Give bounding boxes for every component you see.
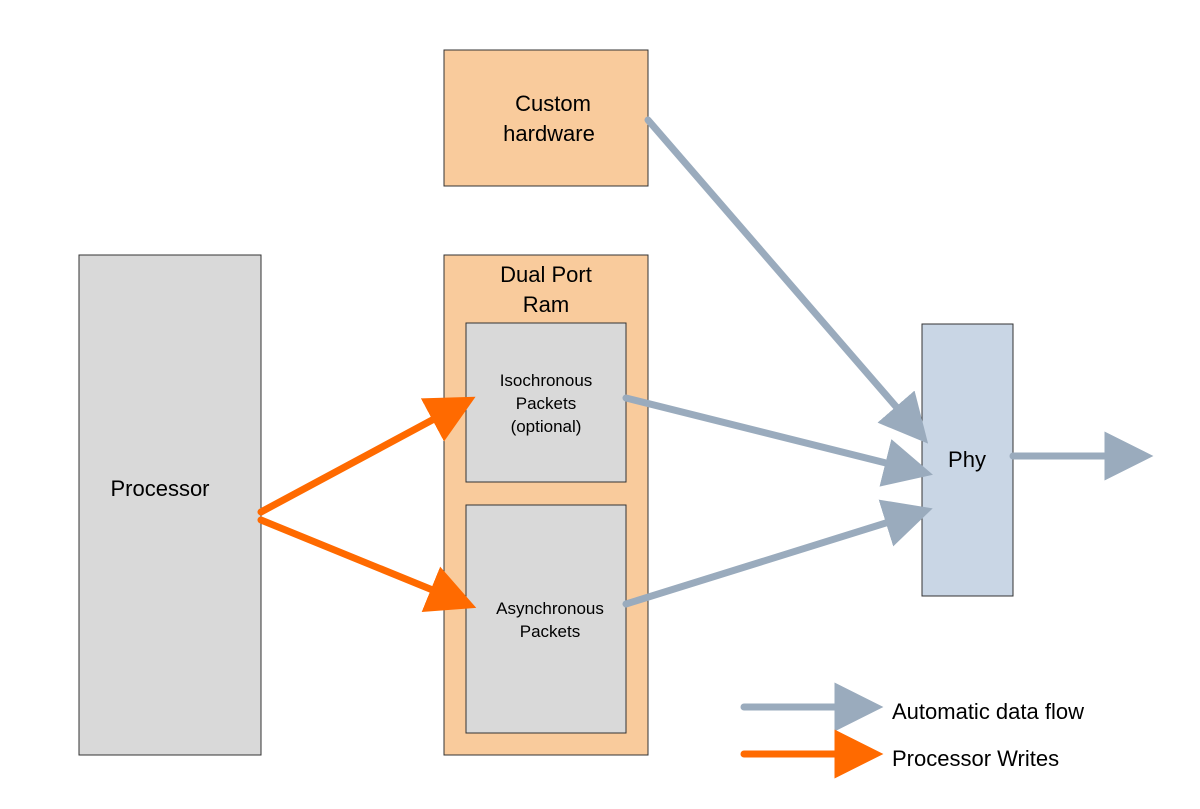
automatic-flow-arrows bbox=[622, 116, 1154, 608]
phy-box bbox=[921, 323, 1014, 597]
legend-item-automatic-data-flow: Automatic data flow bbox=[740, 682, 1084, 732]
dual-port-ram-label-line-2: Ram bbox=[523, 292, 569, 317]
asynchronous-packets-label-line-2: Packets bbox=[520, 622, 580, 641]
legend-item-processor-writes: Processor Writes bbox=[740, 729, 1059, 779]
dual-port-ram-label-line-1: Dual Port bbox=[500, 262, 592, 287]
processor-box bbox=[78, 254, 262, 756]
legend-label-processor-writes: Processor Writes bbox=[892, 746, 1059, 771]
isochronous-packets-box bbox=[465, 322, 627, 483]
processor-write-arrows bbox=[257, 396, 477, 612]
processor-label: Processor bbox=[110, 476, 209, 501]
phy-label: Phy bbox=[948, 447, 986, 472]
processor-block: Processor bbox=[78, 254, 262, 756]
legend: Automatic data flow Processor Writes bbox=[740, 682, 1084, 779]
phy-block: Phy bbox=[921, 323, 1014, 597]
custom-hardware-block: Custom hardware bbox=[443, 49, 649, 187]
custom-hardware-label-line-2: hardware bbox=[503, 121, 595, 146]
arrow-processor-to-isochronous bbox=[257, 396, 476, 516]
custom-hardware-box bbox=[443, 49, 649, 187]
arrow-processor-to-asynchronous bbox=[257, 516, 477, 612]
arrow-isochronous-to-phy bbox=[622, 394, 933, 487]
isochronous-packets-label-line-3: (optional) bbox=[511, 417, 582, 436]
asynchronous-packets-label-line-1: Asynchronous bbox=[496, 599, 604, 618]
asynchronous-packets-box bbox=[465, 504, 627, 734]
arrow-asynchronous-to-phy bbox=[622, 499, 933, 608]
asynchronous-packets-block: Asynchronous Packets bbox=[465, 504, 627, 734]
custom-hardware-label-line-1: Custom bbox=[515, 91, 591, 116]
legend-label-automatic-data-flow: Automatic data flow bbox=[892, 699, 1084, 724]
arrow-custom-hardware-to-phy bbox=[644, 116, 929, 444]
dual-port-ram-block: Dual Port Ram Isochronous Packets (optio… bbox=[443, 254, 649, 756]
isochronous-packets-label-line-2: Packets bbox=[516, 394, 576, 413]
isochronous-packets-label-line-1: Isochronous bbox=[500, 371, 593, 390]
isochronous-packets-block: Isochronous Packets (optional) bbox=[465, 322, 627, 483]
